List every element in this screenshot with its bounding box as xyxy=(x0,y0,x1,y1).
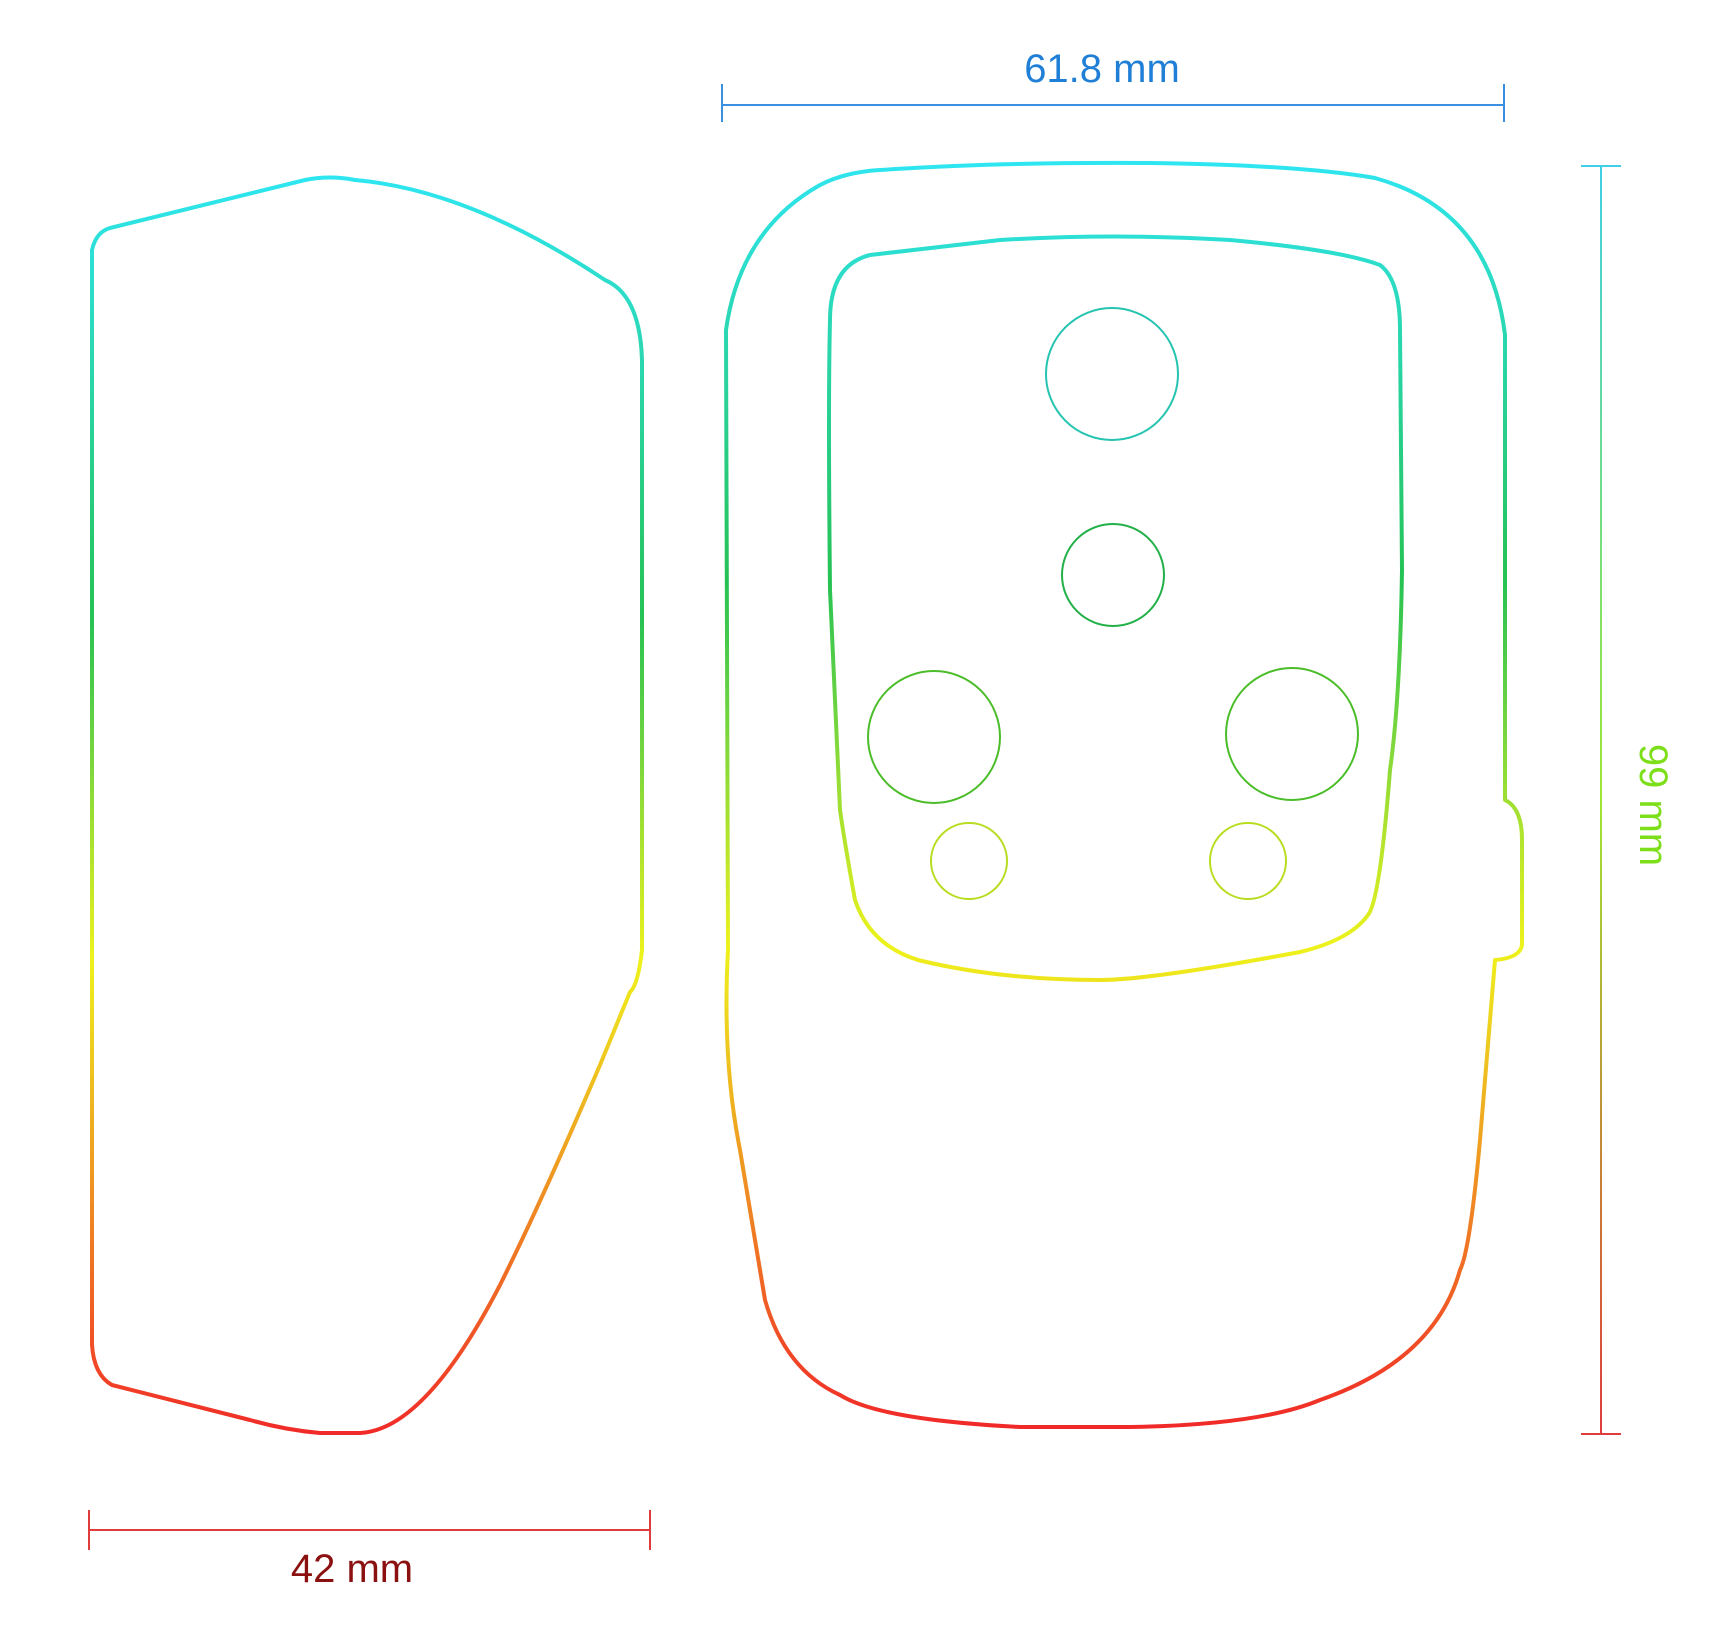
side-view-outline xyxy=(90,175,644,1435)
pin-hole-right-small xyxy=(1209,822,1287,900)
pin-hole-left-large xyxy=(867,670,1001,804)
pin-hole-left-small xyxy=(930,822,1008,900)
front-view-inner-outline xyxy=(827,234,1404,982)
pin-hole-top xyxy=(1045,307,1179,441)
front-view-outline xyxy=(724,160,1524,1429)
dimension-top-width: 61.8 mm xyxy=(721,47,1505,122)
dimension-top-width-label: 61.8 mm xyxy=(1024,47,1180,91)
pin-hole-center xyxy=(1061,523,1165,627)
dimension-height: 99 mm xyxy=(1581,165,1675,1435)
pin-hole-right-large xyxy=(1225,667,1359,801)
dimension-bottom-width: 42 mm xyxy=(88,1510,651,1591)
dimension-height-label: 99 mm xyxy=(1631,744,1675,866)
dimension-bottom-width-label: 42 mm xyxy=(291,1547,413,1591)
